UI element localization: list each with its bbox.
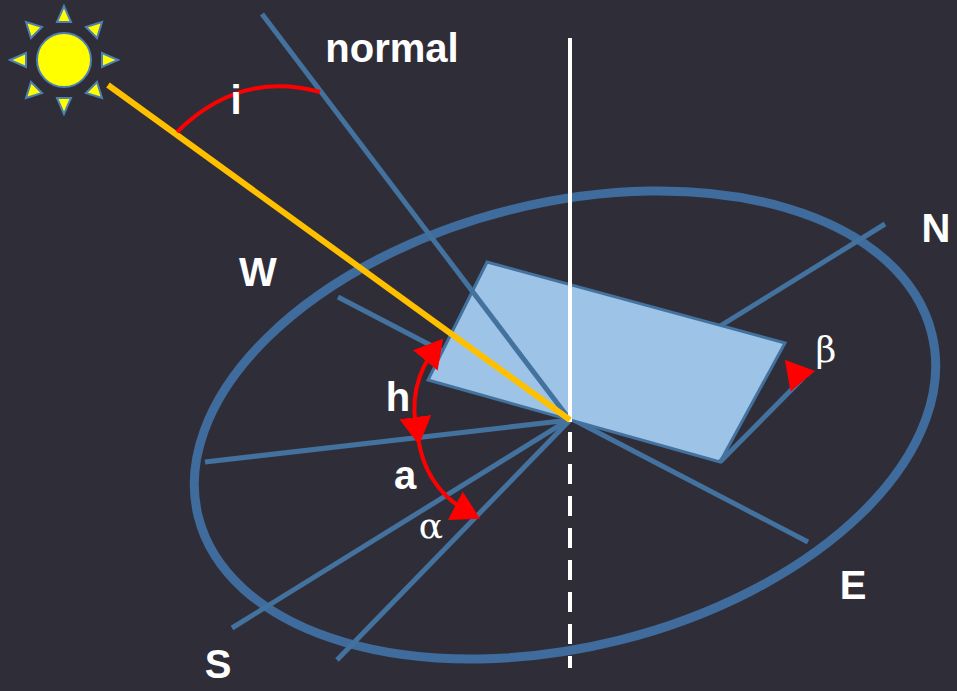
angle-label: i (230, 80, 241, 120)
angle-label: N (922, 208, 951, 248)
normal-line (262, 14, 570, 420)
solar-panel (428, 262, 785, 462)
angle-label: h (386, 377, 410, 417)
angle-label: W (239, 252, 277, 292)
angle-arcs (177, 86, 800, 515)
angle-label: S (205, 644, 232, 684)
sun-ray (108, 85, 570, 420)
zenith-line (568, 38, 572, 422)
ground-lines (205, 224, 885, 660)
angle-label: α (419, 508, 443, 544)
angle-label: normal (325, 28, 458, 68)
tilt-reference-line (720, 378, 803, 462)
sun-symbol (10, 6, 118, 114)
angle-label: E (840, 565, 867, 605)
angle-label: β (816, 332, 837, 368)
angle-label: a (394, 455, 416, 495)
nadir-dashed-line (568, 432, 572, 668)
